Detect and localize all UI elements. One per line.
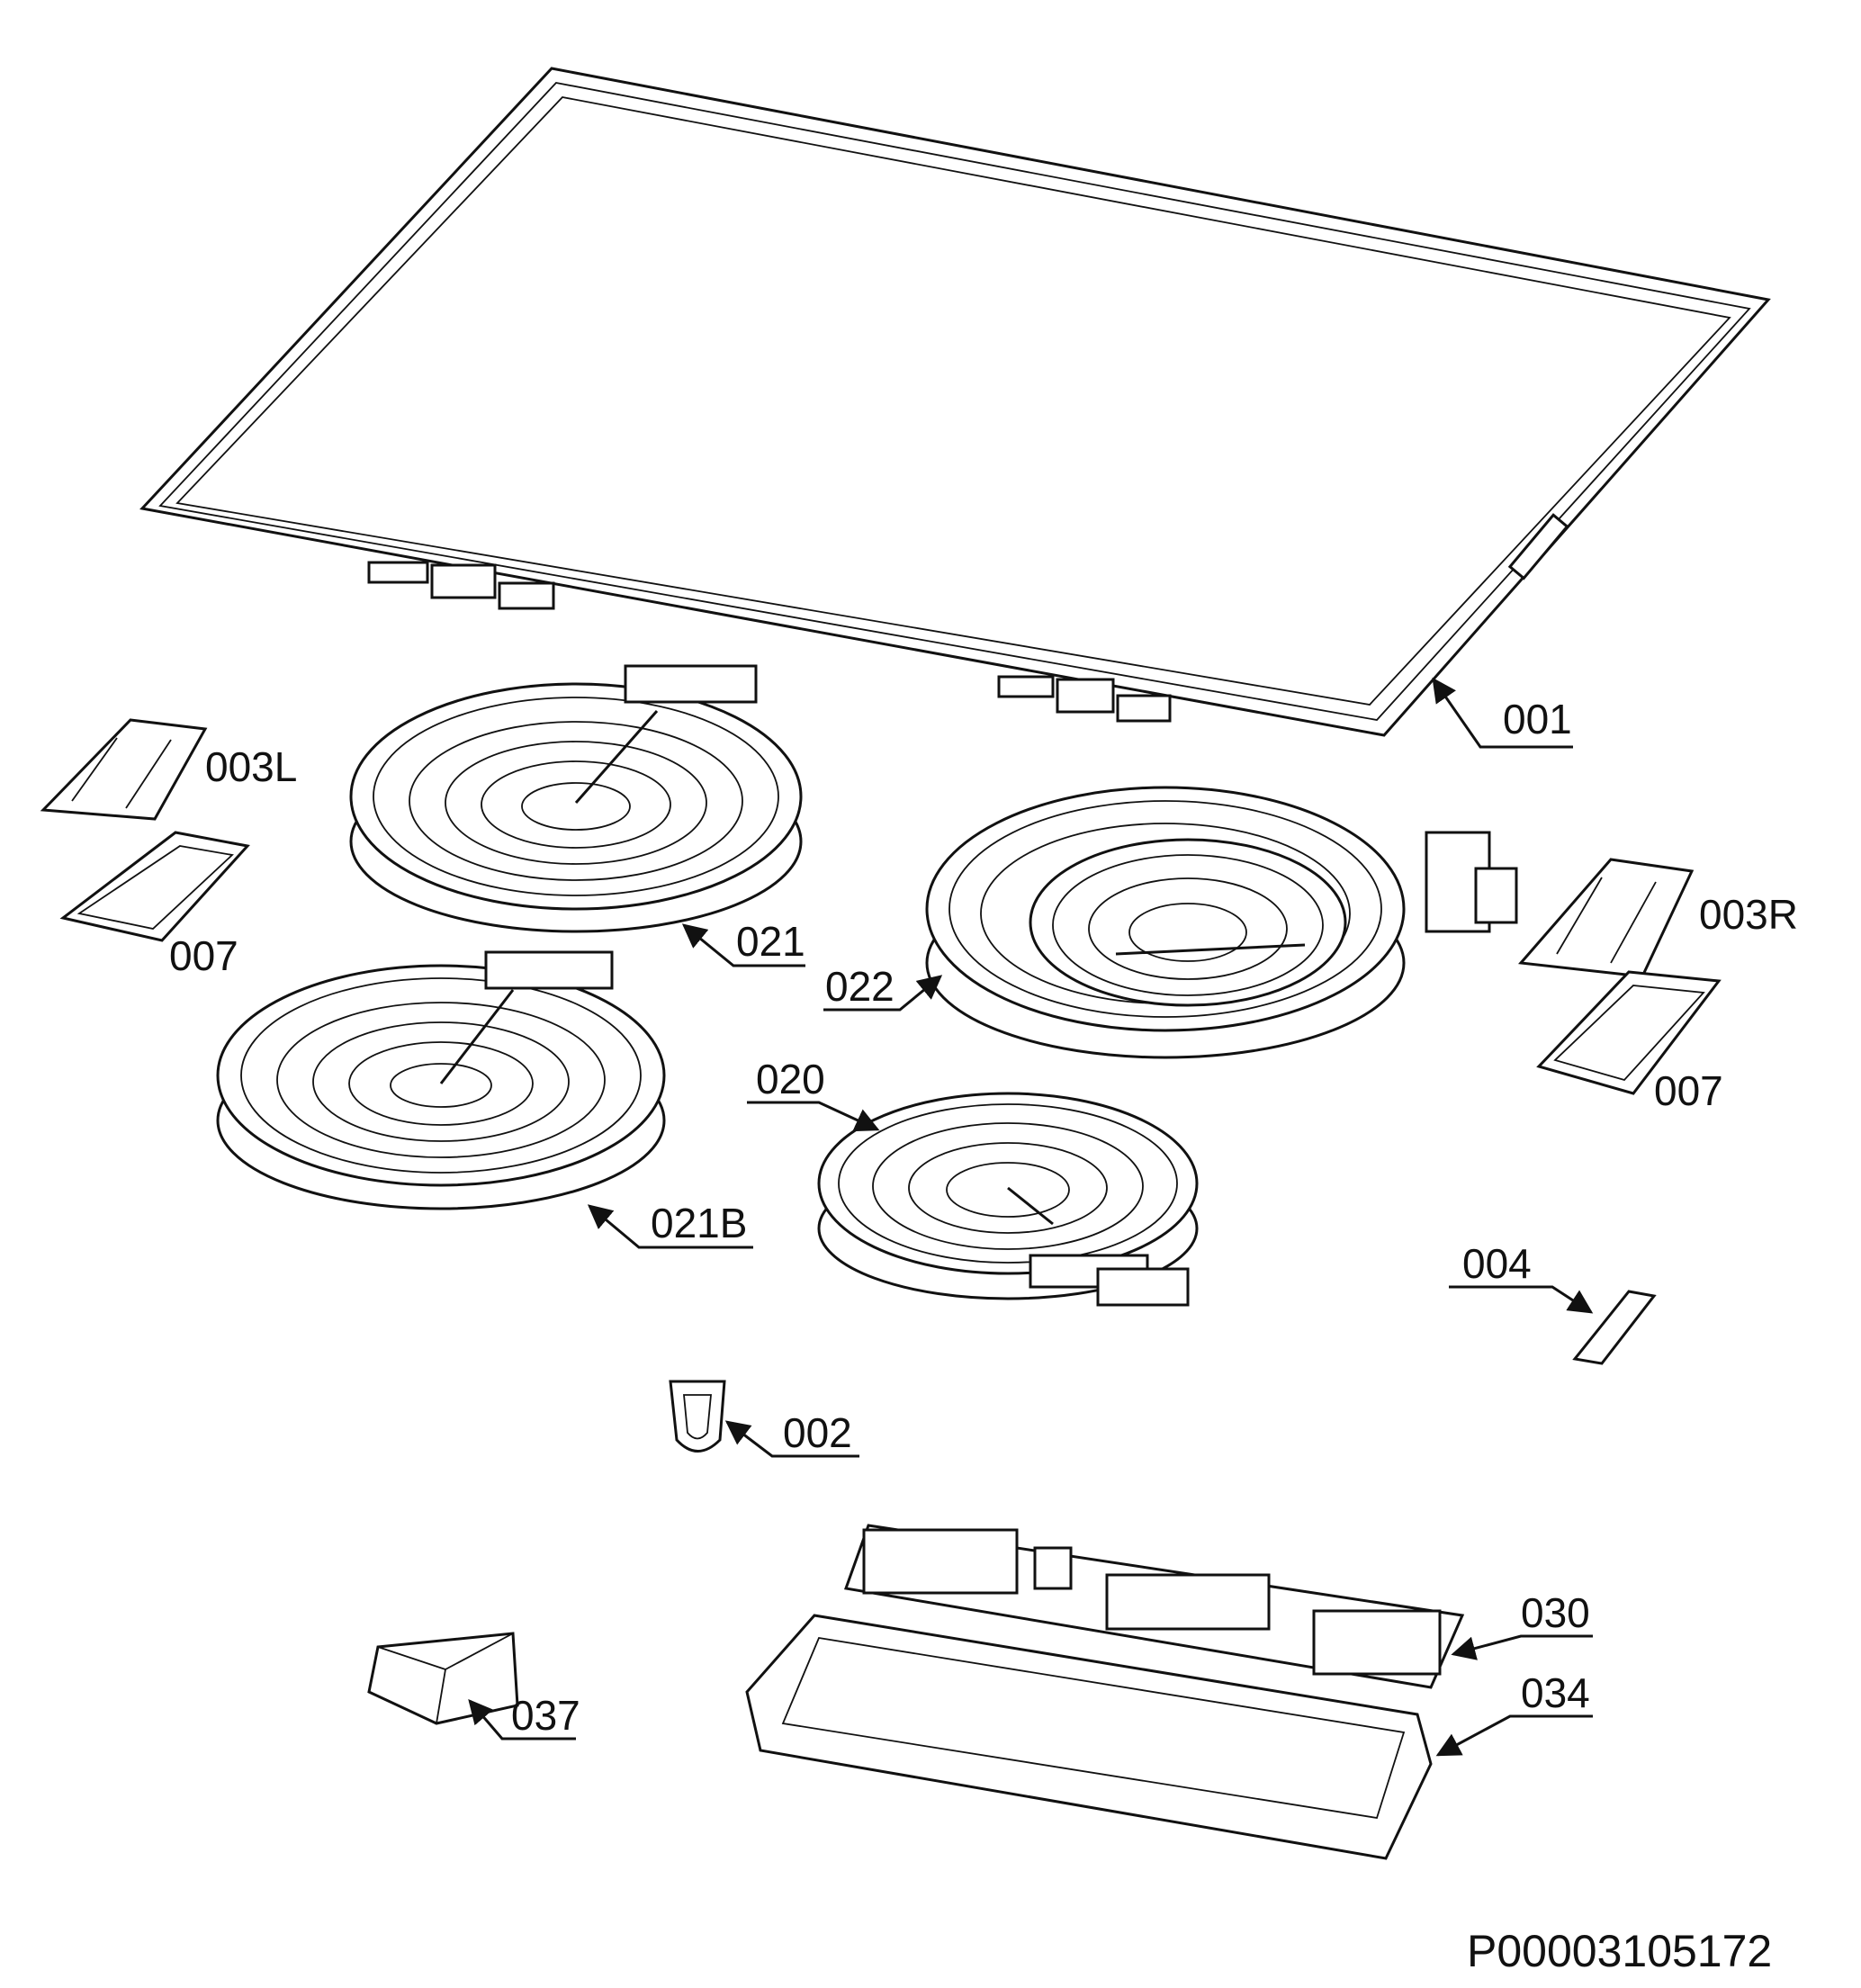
label-001: 001 <box>1503 696 1572 742</box>
label-034: 034 <box>1521 1669 1590 1716</box>
label-022: 022 <box>825 963 895 1010</box>
radiant-heater-020 <box>817 1092 1199 1307</box>
label-007-left: 007 <box>169 932 238 979</box>
label-007-right: 007 <box>1654 1067 1723 1114</box>
clip-002 <box>669 1380 726 1453</box>
radiant-heater-021 <box>349 664 803 933</box>
label-030: 030 <box>1521 1589 1590 1636</box>
spring-clip-004 <box>1572 1290 1657 1365</box>
dual-radiant-heater-022 <box>925 786 1518 1059</box>
label-003l: 003L <box>205 743 297 790</box>
label-002: 002 <box>783 1409 852 1456</box>
label-020: 020 <box>756 1056 825 1102</box>
touch-control-board-left <box>40 718 208 821</box>
label-037: 037 <box>511 1692 580 1739</box>
label-004: 004 <box>1462 1240 1532 1287</box>
label-021b: 021B <box>651 1200 747 1246</box>
power-board-030 <box>843 1524 1465 1689</box>
glass-top-part <box>139 67 1771 737</box>
bracket-right <box>1536 970 1722 1095</box>
label-021: 021 <box>736 918 805 965</box>
bracket-left <box>59 831 250 942</box>
bottom-housing-034 <box>745 1614 1433 1860</box>
touch-control-board-right <box>1517 858 1695 978</box>
label-003r: 003R <box>1699 891 1798 938</box>
drawing-code: P00003105172 <box>1467 1926 1772 1976</box>
radiant-heater-021b <box>216 950 666 1210</box>
terminal-block-037 <box>367 1632 519 1725</box>
